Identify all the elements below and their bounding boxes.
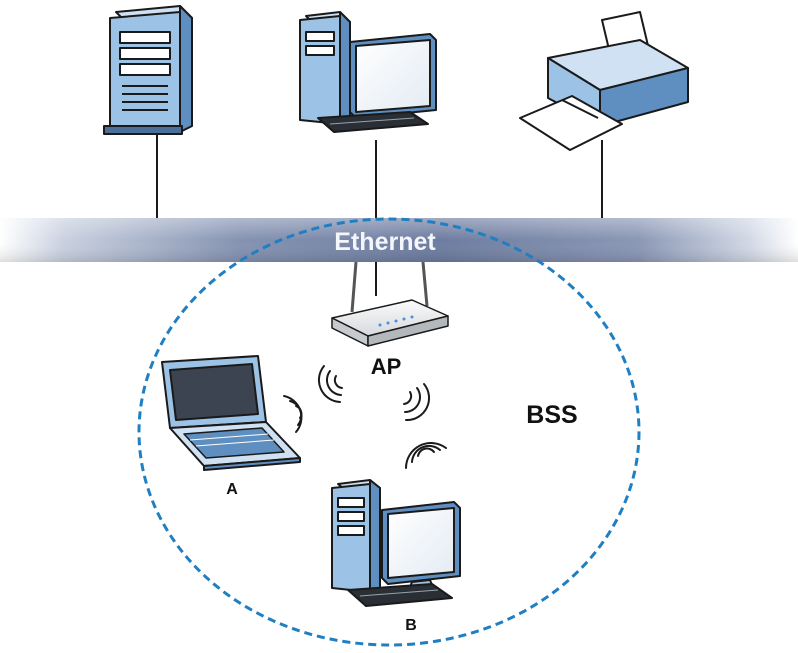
desktop-computer-icon [299, 11, 437, 133]
bss-boundary [137, 217, 641, 647]
station-a-label: A [226, 481, 238, 498]
ap-label: AP [371, 354, 402, 379]
printer-icon [519, 11, 689, 151]
desktop-computer-icon [331, 479, 461, 607]
wifi-signal-icon [403, 383, 431, 422]
laptop-icon [161, 355, 301, 471]
wifi-signal-icon [283, 395, 303, 433]
ethernet-backbone: Ethernet [0, 218, 798, 262]
wireless-router-icon [331, 261, 449, 347]
ethernet-label: Ethernet [334, 228, 436, 256]
station-b-label: B [405, 617, 417, 634]
bss-label: BSS [526, 401, 577, 429]
wifi-signal-icon [317, 365, 343, 403]
wifi-signal-icon [405, 442, 447, 469]
server-tower-icon [103, 5, 193, 135]
